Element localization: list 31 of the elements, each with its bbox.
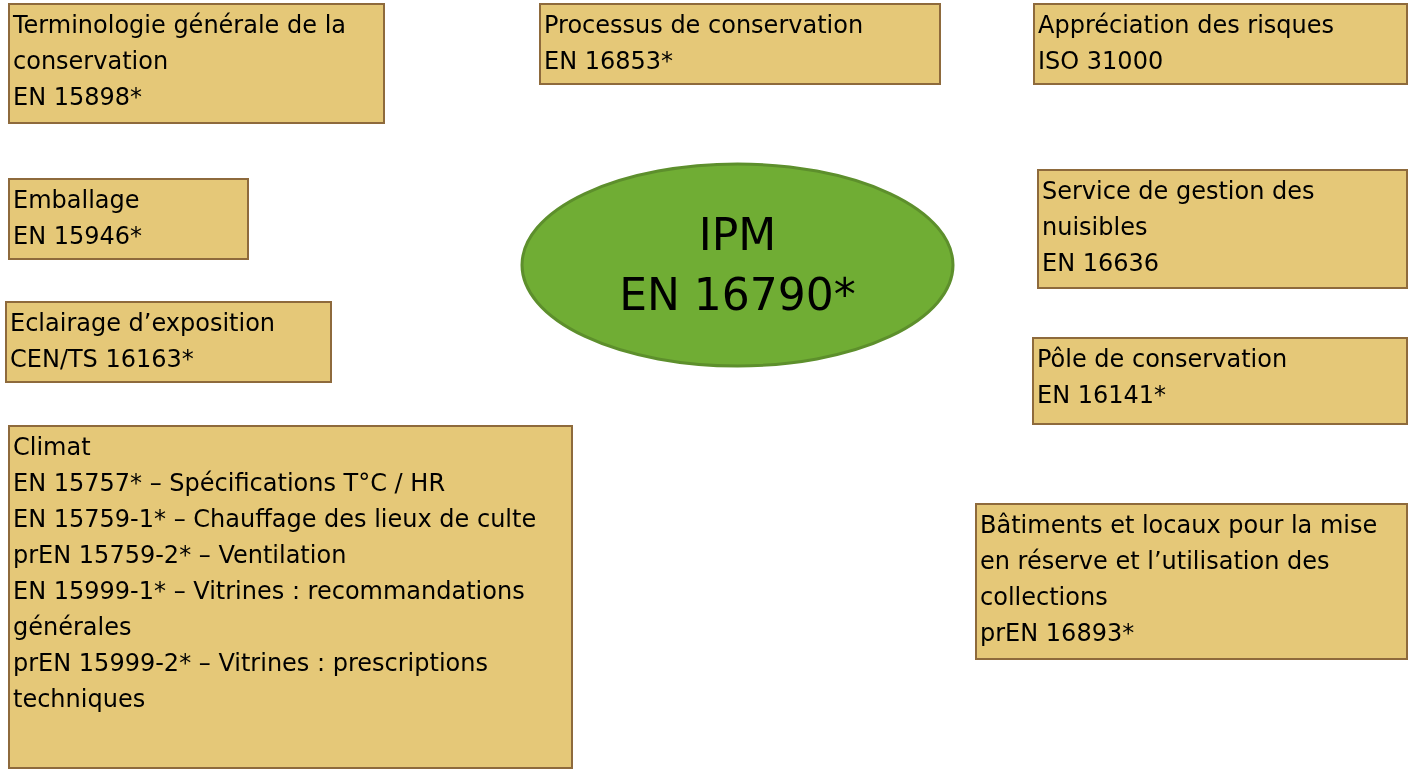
topic-title: Climat xyxy=(13,432,92,463)
standard-box xyxy=(8,3,385,124)
standard-reference: prEN 15999-2* – Vitrines : prescriptions techniques xyxy=(13,648,489,715)
topic-title: Appréciation des risques xyxy=(1038,10,1336,41)
topic-title: Service de gestion des nuisibles xyxy=(1042,176,1316,243)
topic-title: Emballage xyxy=(13,185,141,216)
topic-title: Processus de conservation xyxy=(544,10,865,41)
standard-box xyxy=(1032,337,1408,425)
standard-box xyxy=(8,425,573,769)
standard-reference: ISO 31000 xyxy=(1038,46,1165,77)
standard-reference: EN 16790* xyxy=(619,268,856,322)
standard-reference: EN 15757* – Spécifications T°C / HR xyxy=(13,468,447,499)
topic-title: Eclairage d’exposition xyxy=(10,308,277,339)
standard-box xyxy=(1037,169,1408,289)
standard-box xyxy=(1033,3,1408,85)
standard-box xyxy=(5,301,332,383)
standard-reference: EN 16853* xyxy=(544,46,675,77)
standard-reference: prEN 15759-2* – Ventilation xyxy=(13,540,348,571)
topic-title: Pôle de conservation xyxy=(1037,344,1289,375)
standard-reference: EN 15946* xyxy=(13,221,144,252)
topic-title: IPM xyxy=(698,208,777,262)
standard-reference: CEN/TS 16163* xyxy=(10,344,195,375)
standard-reference: EN 16141* xyxy=(1037,380,1168,411)
standard-reference: EN 15759-1* – Chauffage des lieux de culte xyxy=(13,504,538,535)
standard-reference: prEN 16893* xyxy=(980,618,1136,649)
standard-box xyxy=(539,3,941,85)
standard-box xyxy=(975,503,1408,660)
standard-box xyxy=(8,178,249,260)
topic-title: Terminologie générale de la conservation xyxy=(13,10,347,77)
standard-reference: EN 16636 xyxy=(1042,248,1161,279)
standard-reference: EN 15898* xyxy=(13,82,144,113)
